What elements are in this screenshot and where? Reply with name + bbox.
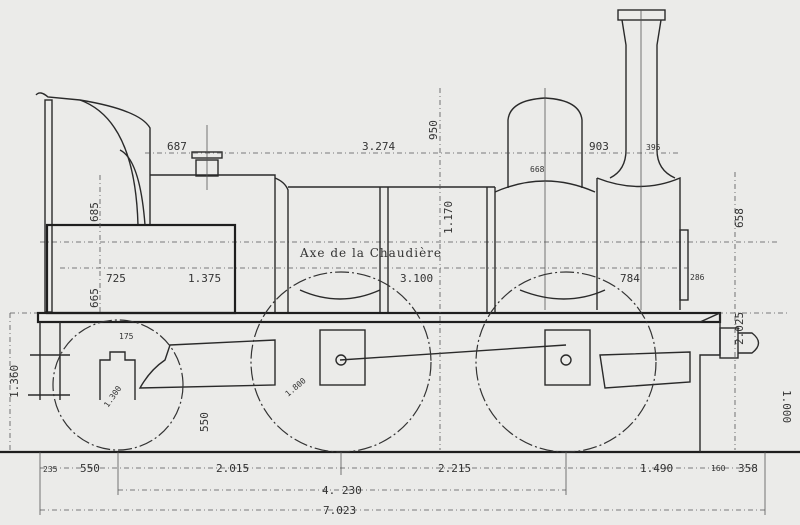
smokebox bbox=[596, 176, 689, 310]
dim-687: 687 bbox=[167, 140, 187, 153]
dim-550-horizontal: 550 bbox=[80, 462, 100, 475]
dim-665: 665 bbox=[88, 288, 101, 308]
front-axle bbox=[560, 354, 572, 366]
dim-550-vertical: 550 bbox=[198, 412, 211, 432]
dim-2025: 2.025 bbox=[733, 312, 746, 345]
dim-3274: 3.274 bbox=[362, 140, 395, 153]
dim-903: 903 bbox=[589, 140, 609, 153]
dim-286: 286 bbox=[690, 273, 705, 282]
dim-175: 175 bbox=[119, 332, 134, 341]
steam-dome bbox=[494, 88, 596, 310]
dim-235: 235 bbox=[43, 465, 58, 474]
rear-wheel bbox=[52, 319, 184, 451]
dim-1170: 1.170 bbox=[442, 201, 455, 234]
dim-658: 658 bbox=[733, 208, 746, 228]
dim-1490: 1.490 bbox=[640, 462, 673, 475]
dim-950: 950 bbox=[427, 120, 440, 140]
dim-1360: 1.360 bbox=[8, 365, 21, 398]
boiler-axis-label: Axe de la Chaudière bbox=[299, 246, 442, 260]
middle-axle bbox=[335, 354, 347, 366]
dim-2015: 2.015 bbox=[216, 462, 249, 475]
dim-685: 685 bbox=[88, 202, 101, 222]
dim-395: 395 bbox=[646, 143, 661, 152]
dim-725: 725 bbox=[106, 272, 126, 285]
dimension-lines bbox=[9, 88, 766, 515]
dim-1300: 1.300 bbox=[102, 384, 123, 409]
dim-668: 668 bbox=[530, 165, 545, 174]
firebox bbox=[150, 125, 276, 313]
dim-358: 358 bbox=[738, 462, 758, 475]
dim-160: 160 bbox=[711, 464, 726, 473]
dim-3100: 3.100 bbox=[400, 272, 433, 285]
frame bbox=[28, 311, 760, 452]
running-gear bbox=[99, 289, 691, 400]
dim-1800: 1.800 bbox=[284, 376, 308, 398]
dim-2215: 2.215 bbox=[438, 462, 471, 475]
dim-7023: 7.023 bbox=[323, 504, 356, 517]
dim-784: 784 bbox=[620, 272, 640, 285]
dim-1000-label: 1.000 bbox=[780, 390, 793, 423]
chimney bbox=[609, 9, 676, 310]
dim-1375: 1.375 bbox=[188, 272, 221, 285]
boiler bbox=[274, 177, 496, 313]
dim-4230: 4. 230 bbox=[322, 484, 362, 497]
